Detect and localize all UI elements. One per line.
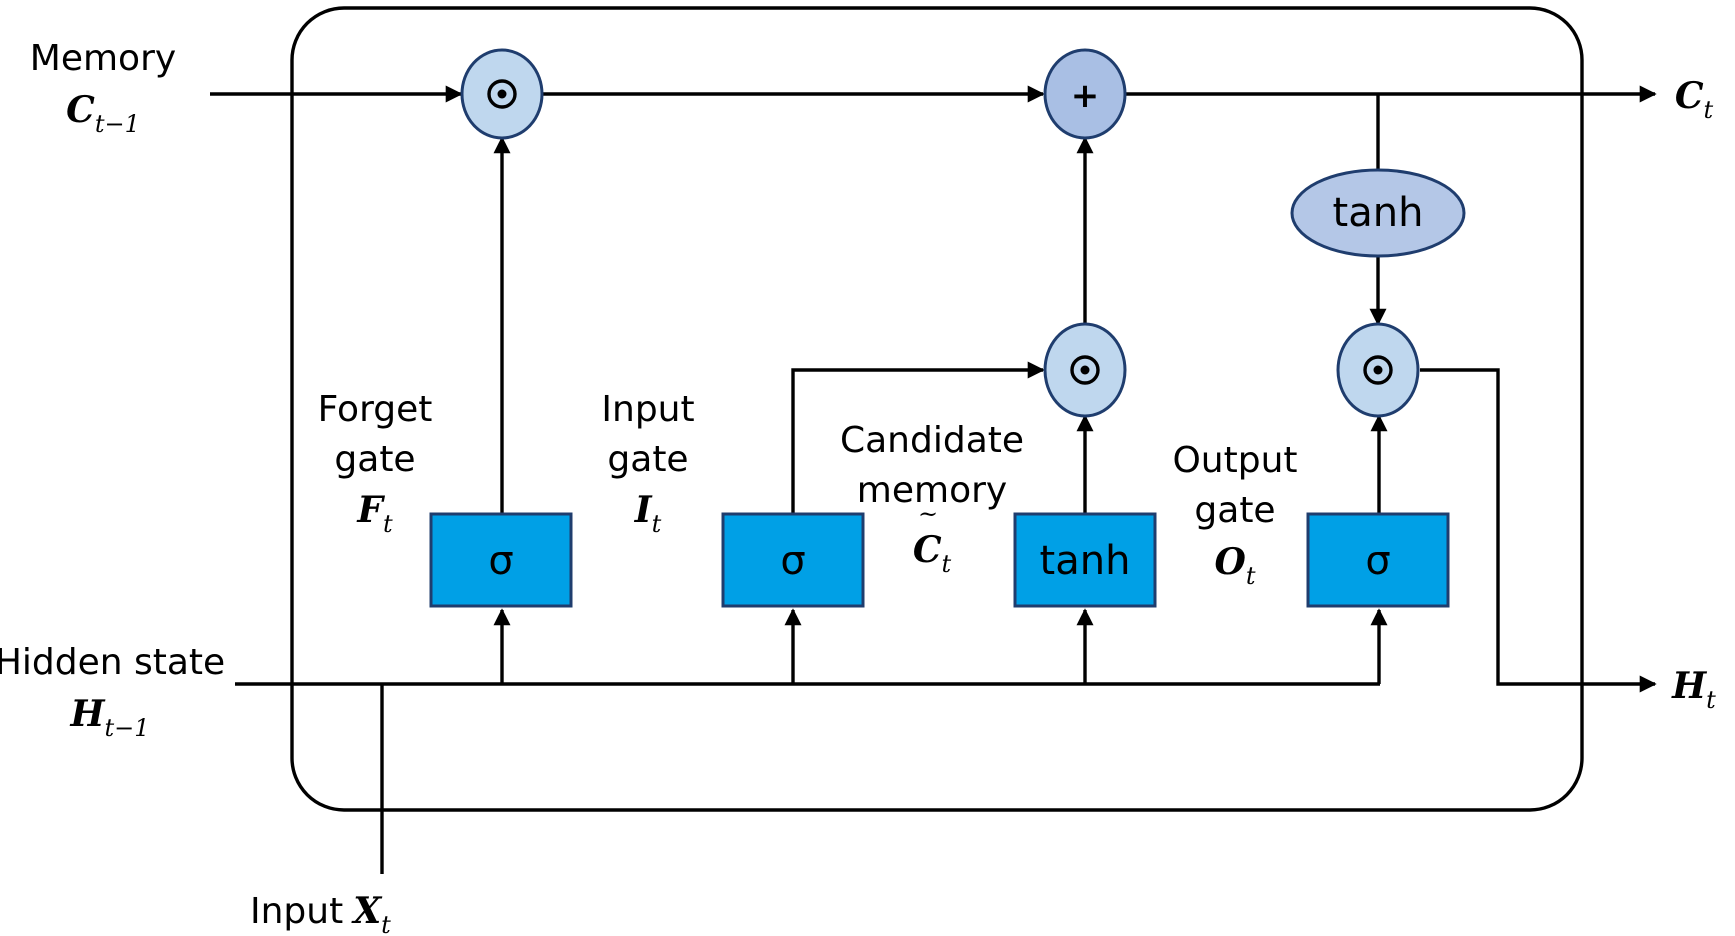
memory-label: Memory	[30, 38, 176, 79]
svg-text:It: It	[634, 489, 662, 538]
svg-text:Forget: Forget	[318, 389, 433, 430]
hidden-out-var: Ht	[1671, 665, 1716, 714]
svg-text:gate: gate	[1194, 490, 1275, 531]
memory-in-var: Ct−1	[66, 89, 140, 138]
hidden-label: Hidden state	[0, 642, 225, 683]
candidate-func: tanh	[1040, 538, 1131, 584]
output-gate-box: σ	[1306, 512, 1450, 608]
tanh-ellipse: tanh	[1290, 168, 1466, 258]
input-gate-label: Input gate It	[601, 389, 694, 538]
svg-text:memory: memory	[857, 470, 1007, 511]
candidate-box: tanh	[1013, 512, 1157, 608]
forget-gate-label: Forget gate Ft	[318, 389, 433, 538]
svg-text:Ft: Ft	[356, 489, 393, 538]
lstm-cell-border	[290, 6, 1584, 812]
plus-op: +	[1043, 48, 1127, 140]
output-gate-func: σ	[1365, 538, 1390, 584]
tanh-ellipse-label: tanh	[1333, 190, 1424, 236]
svg-text:gate: gate	[334, 439, 415, 480]
input-gate-to-multiply	[791, 361, 1045, 514]
svg-text:Output: Output	[1172, 440, 1297, 481]
forget-gate-func: σ	[488, 538, 513, 584]
svg-text:Ct: Ct	[913, 529, 952, 578]
output-multiply-op	[1336, 322, 1420, 418]
svg-text:Ot: Ot	[1214, 541, 1255, 590]
svg-text:~: ~	[918, 500, 938, 528]
forget-multiply-op	[460, 48, 544, 140]
plus-op-label: +	[1071, 76, 1100, 116]
candidate-memory-label: Candidate memory ~ Ct	[840, 420, 1024, 578]
memory-out-var: Ct	[1675, 75, 1714, 124]
input-gate-func: σ	[780, 538, 805, 584]
output-gate-label: Output gate Ot	[1172, 440, 1297, 590]
forget-gate-box: σ	[429, 512, 573, 608]
svg-text:Candidate: Candidate	[840, 420, 1024, 461]
svg-text:gate: gate	[607, 439, 688, 480]
input-gate-box: σ	[721, 512, 865, 608]
hidden-in-var: Ht−1	[69, 693, 149, 742]
svg-text:Input: Input	[601, 389, 694, 430]
candidate-multiply-op	[1043, 322, 1127, 418]
output-to-hidden	[1420, 368, 1657, 693]
